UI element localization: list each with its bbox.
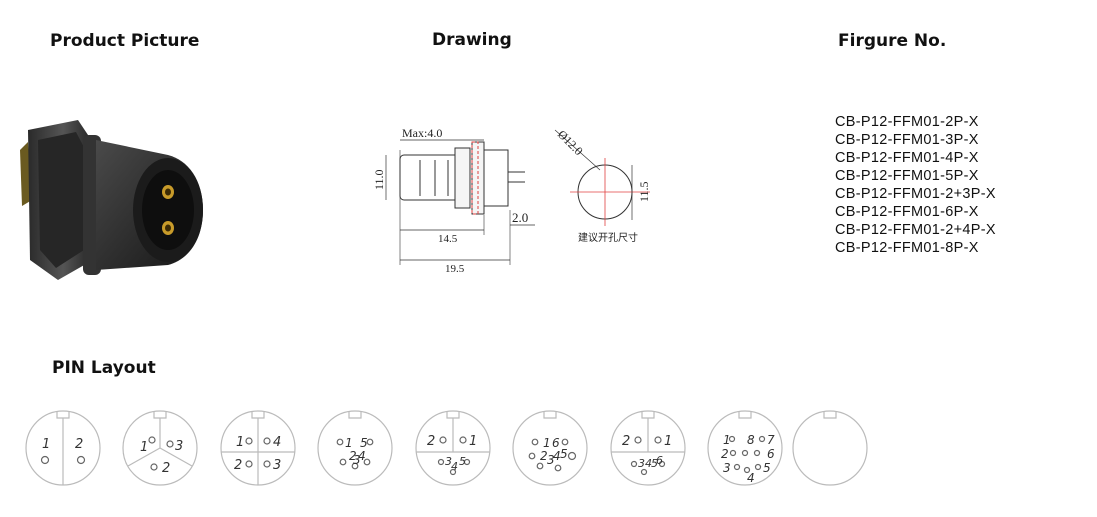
length-20-label: 2.0 (512, 210, 528, 225)
pin-layout-4p: 1 2 3 4 (220, 410, 296, 486)
pin-layout-row: 1 2 1 2 3 1 2 3 (25, 410, 868, 486)
hole-caption: 建议开孔尺寸 (578, 231, 638, 244)
pin-number: 2 (162, 461, 170, 476)
figure-no-heading: Firgure No. (838, 31, 947, 51)
figure-number-item: CB-P12-FFM01-2+4P-X (835, 222, 996, 238)
pin-number: 4 (273, 435, 281, 450)
pin-layout-3p: 1 2 3 (122, 410, 198, 486)
figure-number-item: CB-P12-FFM01-2+3P-X (835, 186, 996, 202)
length-145-label: 14.5 (438, 233, 458, 245)
figure-number-item: CB-P12-FFM01-5P-X (835, 168, 979, 184)
panel-hole-view: Ø12.0 11.5 建议开孔尺寸 (554, 127, 651, 244)
pin-number: 5 (560, 447, 568, 461)
pin-number: 2 (427, 434, 435, 449)
pin-number: 5 (459, 455, 466, 468)
figure-number-item: CB-P12-FFM01-3P-X (835, 132, 979, 148)
pin-number: 6 (552, 436, 560, 450)
pin-number: 5 (360, 436, 368, 450)
pin-layout-2p: 1 2 (25, 410, 101, 486)
pin-number: 5 (763, 461, 771, 475)
pin-number: 8 (747, 433, 755, 447)
height-dimension-label: 11.0 (372, 169, 386, 190)
length-195-label: 19.5 (445, 263, 465, 275)
max-dimension-label: Max:4.0 (402, 126, 442, 140)
pin-number: 1 (543, 436, 551, 450)
pin-number: 4 (553, 449, 561, 463)
pin-number: 2 (349, 449, 357, 463)
pin-number: 6 (656, 454, 663, 467)
figure-number-item: CB-P12-FFM01-6P-X (835, 204, 979, 220)
pin-layout-5p: 1 2 3 4 5 (317, 410, 393, 486)
pin-number: 3 (175, 439, 183, 454)
side-view (385, 139, 535, 265)
pin-number: 3 (638, 457, 645, 470)
pin-number: 1 (140, 440, 148, 455)
pin-number: 3 (723, 461, 731, 475)
pin-number: 3 (353, 453, 361, 467)
figure-number-item: CB-P12-FFM01-2P-X (835, 114, 979, 130)
pin-number: 5 (651, 457, 658, 470)
pin-number: 1 (664, 434, 672, 449)
drawing-heading: Drawing (432, 30, 512, 50)
figure-number-list: CB-P12-FFM01-2P-X CB-P12-FFM01-3P-X CB-P… (835, 113, 996, 257)
pin-number: 4 (358, 449, 366, 463)
connector-product-image (20, 120, 203, 280)
pin-number: 4 (747, 471, 755, 485)
pin-layout-2-3p: 2 1 3 4 5 (415, 410, 491, 486)
pin-number: 2 (234, 458, 242, 473)
pin-layout-heading: PIN Layout (52, 358, 156, 378)
pin-number: 2 (622, 434, 630, 449)
pin-number: 1 (469, 434, 477, 449)
hole-height-label: 11.5 (637, 181, 651, 202)
figure-number-item: CB-P12-FFM01-4P-X (835, 150, 979, 166)
figure-number-item: CB-P12-FFM01-8P-X (835, 240, 979, 256)
pin-number: 7 (767, 433, 775, 447)
pin-number: 2 (540, 449, 548, 463)
pin-layout-8p: 1 8 7 2 6 3 5 4 (707, 410, 783, 486)
pin-layout-6p: 1 6 2 3 4 5 (512, 410, 588, 486)
pin-layout-blank (792, 410, 868, 486)
pin-number: 4 (451, 460, 458, 473)
pin-number: 3 (445, 455, 452, 468)
pin-number: 1 (42, 437, 50, 452)
pin-number: 1 (345, 436, 353, 450)
pin-number: 3 (273, 458, 281, 473)
dimension-drawing: Max:4.0 11.0 14.5 19.5 2.0 Ø12.0 11.5 建议… (372, 126, 651, 275)
pin-number: 4 (645, 457, 652, 470)
pin-number: 1 (236, 435, 244, 450)
pin-number: 3 (547, 453, 555, 467)
pin-number: 2 (721, 447, 729, 461)
product-picture-heading: Product Picture (50, 31, 200, 51)
pin-layout-2-4p: 2 1 3 4 5 6 (610, 410, 686, 486)
pin-number: 2 (75, 437, 83, 452)
pin-number: 1 (723, 433, 731, 447)
pin-number: 6 (767, 447, 775, 461)
